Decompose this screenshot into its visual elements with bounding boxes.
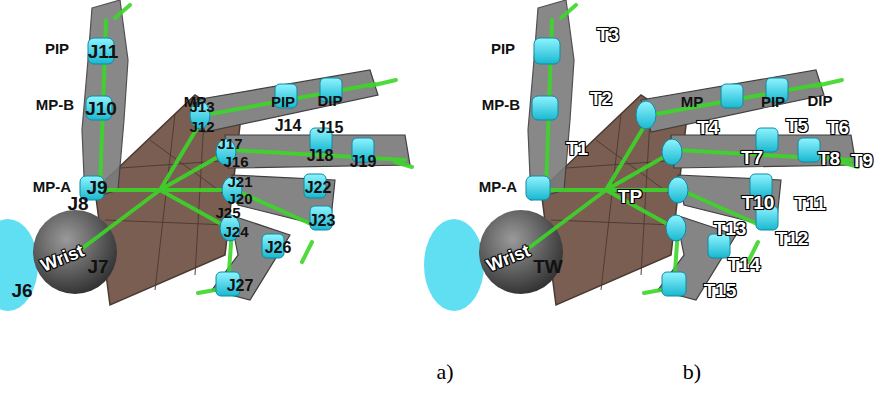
transform-id: T6	[827, 118, 849, 137]
joint-id: J11	[88, 42, 119, 61]
joint-type: DIP	[317, 93, 342, 108]
joint-id: J7	[87, 257, 108, 276]
joint-id: J26	[265, 240, 292, 256]
joint-id: J8	[67, 194, 88, 213]
transform-id: T13	[714, 219, 747, 238]
joint-id: J9	[86, 178, 107, 197]
joint-id: J22	[305, 180, 332, 196]
transform-id: T9	[851, 151, 873, 170]
joint-id: J14	[275, 118, 302, 134]
joint-type: MP-A	[479, 179, 517, 194]
joint-id: J27	[227, 278, 254, 294]
joint-type: DIP	[807, 93, 832, 108]
joint-id: J19	[350, 154, 377, 170]
transform-id: T14	[728, 255, 761, 274]
joint-id: J20	[227, 191, 252, 206]
joint-type: PIP	[45, 41, 69, 56]
transform-id: T1	[566, 139, 588, 158]
joint-id: J18	[307, 148, 334, 164]
panel-label: b)	[683, 361, 701, 383]
joint-id: J13	[189, 99, 214, 114]
panel-label: a)	[436, 361, 453, 383]
joint-type: PIP	[761, 94, 785, 109]
joint-type: PIP	[271, 94, 295, 109]
transform-id: T5	[786, 116, 808, 135]
joint-id: J16	[223, 154, 248, 169]
joint-id: J24	[223, 224, 248, 239]
joint-id: J6	[11, 281, 32, 300]
joint-type: MP-B	[482, 97, 520, 112]
joint-id: J21	[227, 174, 252, 189]
transform-id: TW	[533, 257, 563, 276]
transform-id: T12	[776, 229, 809, 248]
joint-id: J15	[317, 120, 344, 136]
joint-id: J12	[189, 119, 214, 134]
transform-id: TP	[618, 187, 642, 206]
transform-id: T15	[704, 281, 737, 300]
joint-id: J10	[85, 99, 117, 118]
transform-id: T8	[818, 149, 840, 168]
transform-id: T4	[697, 118, 719, 137]
joint-type: MP-B	[36, 97, 74, 112]
joint-type: MP-A	[33, 179, 71, 194]
transform-id: T3	[597, 25, 619, 44]
transform-id: T2	[590, 89, 612, 108]
transform-id: T10	[742, 193, 775, 212]
joint-id: J25	[215, 205, 240, 220]
transform-id: T7	[741, 148, 763, 167]
joint-type: PIP	[491, 41, 515, 56]
joint-id: J17	[217, 136, 242, 151]
transform-id: T11	[794, 194, 826, 213]
joint-id: J23	[309, 213, 336, 229]
joint-type: MP	[681, 94, 704, 109]
